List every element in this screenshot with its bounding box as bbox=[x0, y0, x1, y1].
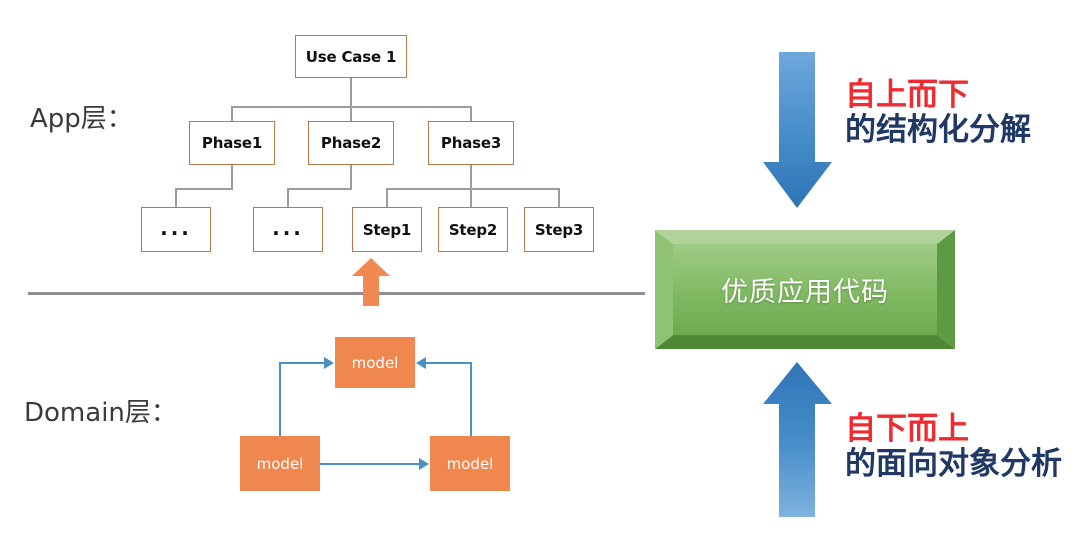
domain-link bbox=[279, 362, 325, 364]
tree-connector bbox=[470, 188, 472, 207]
tree-connector bbox=[231, 106, 233, 121]
domain-link bbox=[470, 362, 472, 436]
arrow-up-icon bbox=[352, 258, 390, 306]
tree-connector bbox=[350, 78, 352, 107]
domain-layer-label: Domain层： bbox=[24, 398, 177, 428]
tree-node-label: Phase1 bbox=[201, 134, 263, 152]
domain-link bbox=[279, 362, 281, 436]
domain-model-label: model bbox=[446, 454, 494, 473]
tree-node-label: Step1 bbox=[362, 220, 412, 239]
caption-top-line2: 的结构化分解 bbox=[845, 111, 1031, 148]
tree-node-step1[interactable]: Step1 bbox=[352, 207, 422, 252]
tree-node-phase2[interactable]: Phase2 bbox=[308, 121, 394, 165]
tree-connector bbox=[175, 188, 233, 190]
arrow-head-icon bbox=[419, 458, 429, 470]
domain-model-label: model bbox=[256, 454, 304, 473]
tree-connector bbox=[470, 106, 472, 121]
arrow-head-icon bbox=[324, 357, 334, 369]
domain-link bbox=[320, 463, 420, 465]
arrow-head-icon bbox=[416, 357, 426, 369]
caption-top-down: 自上而下 的结构化分解 bbox=[845, 78, 1031, 147]
tree-connector bbox=[386, 188, 388, 207]
arrow-up-icon bbox=[760, 360, 836, 520]
arrow-down-icon bbox=[760, 50, 836, 212]
layer-divider-line bbox=[28, 292, 645, 295]
tree-node-label: ... bbox=[160, 215, 192, 240]
tree-node-ellipsis-2[interactable]: ... bbox=[253, 207, 323, 252]
tree-node-phase3[interactable]: Phase3 bbox=[428, 121, 514, 165]
tree-node-step3[interactable]: Step3 bbox=[524, 207, 594, 252]
tree-connector bbox=[287, 188, 352, 190]
tree-node-step2[interactable]: Step2 bbox=[438, 207, 508, 252]
tree-connector bbox=[287, 188, 289, 207]
domain-model-bottom-right[interactable]: model bbox=[430, 436, 510, 491]
tree-node-label: Step3 bbox=[534, 220, 584, 239]
tree-connector bbox=[175, 188, 177, 207]
result-box-label: 优质应用代码 bbox=[721, 277, 889, 308]
tree-connector bbox=[350, 106, 352, 121]
caption-bottom-line2: 的面向对象分析 bbox=[845, 445, 1062, 482]
tree-connector bbox=[470, 165, 472, 189]
tree-node-use-case-1[interactable]: Use Case 1 bbox=[295, 35, 407, 78]
tree-node-label: Phase3 bbox=[440, 134, 502, 152]
caption-bottom-up: 自下而上 的面向对象分析 bbox=[845, 412, 1062, 481]
caption-top-line1: 自上而下 bbox=[845, 77, 969, 113]
tree-node-phase1[interactable]: Phase1 bbox=[189, 121, 275, 165]
domain-model-top[interactable]: model bbox=[335, 337, 415, 388]
tree-node-label: Step2 bbox=[448, 220, 498, 239]
tree-connector bbox=[350, 165, 352, 189]
tree-connector bbox=[558, 188, 560, 207]
tree-node-label: ... bbox=[272, 215, 304, 240]
tree-connector bbox=[231, 165, 233, 189]
tree-node-ellipsis-1[interactable]: ... bbox=[141, 207, 211, 252]
caption-bottom-line1: 自下而上 bbox=[845, 411, 969, 447]
tree-connector bbox=[386, 188, 559, 190]
domain-model-label: model bbox=[351, 353, 399, 372]
tree-node-label: Use Case 1 bbox=[305, 47, 397, 66]
result-box[interactable]: 优质应用代码 bbox=[655, 230, 955, 349]
domain-link bbox=[426, 362, 472, 364]
tree-node-label: Phase2 bbox=[320, 134, 382, 152]
domain-model-bottom-left[interactable]: model bbox=[240, 436, 320, 491]
app-layer-label: App层： bbox=[30, 104, 133, 134]
